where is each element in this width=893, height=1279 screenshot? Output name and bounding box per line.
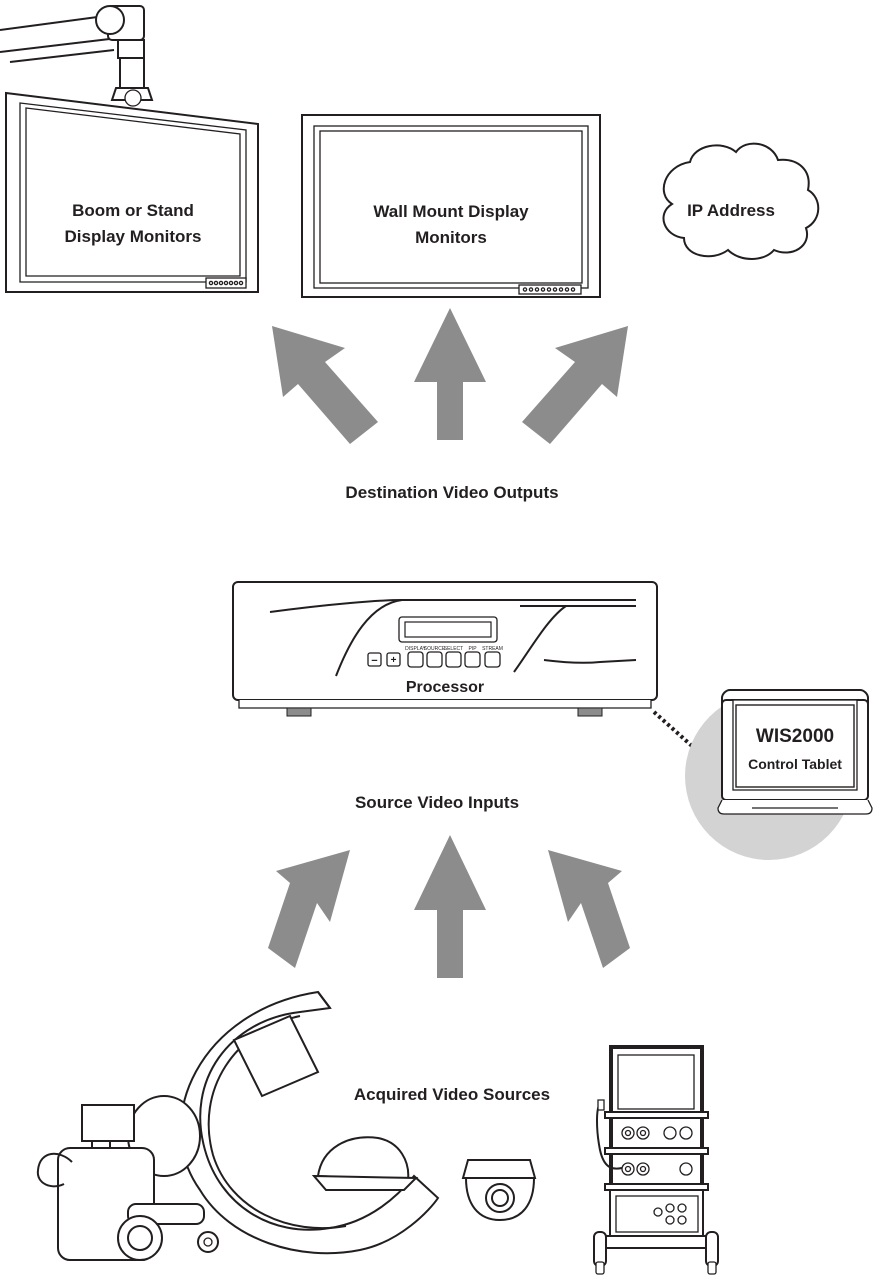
output-arrows xyxy=(272,308,628,444)
wall-monitor-label-1: Wall Mount Display xyxy=(373,202,529,221)
tablet-label-2: Control Tablet xyxy=(748,756,842,772)
boom-monitor-label-2: Display Monitors xyxy=(65,227,202,246)
output-arrow-center xyxy=(414,308,486,440)
input-arrow-right xyxy=(548,850,630,968)
processor-btn-source: SOURCE xyxy=(424,646,446,652)
processor-tablet-link xyxy=(652,710,714,766)
dome-camera-icon xyxy=(461,1159,537,1222)
endoscopy-tower-icon xyxy=(593,1045,719,1275)
processor-label: Processor xyxy=(406,679,484,696)
cloud-icon: IP Address xyxy=(662,142,820,260)
tablet-icon: WIS2000 Control Tablet xyxy=(685,689,873,860)
processor-plus-button: + xyxy=(391,655,397,666)
processor-icon: − + DISPLAY SOURCE SELECT PIP STREAM Pro… xyxy=(232,581,658,717)
source-inputs-label: Source Video Inputs xyxy=(355,793,519,812)
tablet-label-1: WIS2000 xyxy=(756,726,834,747)
processor-btn-stream: STREAM xyxy=(482,646,503,652)
processor-btn-display: DISPLAY xyxy=(405,646,426,652)
input-arrow-left xyxy=(268,850,350,968)
wall-monitor-icon: Wall Mount Display Monitors xyxy=(301,114,601,298)
output-arrow-right xyxy=(522,326,628,444)
input-arrows xyxy=(268,835,630,978)
boom-monitor-label-1: Boom or Stand xyxy=(72,201,194,220)
ip-address-label: IP Address xyxy=(687,201,775,220)
acquired-sources-label: Acquired Video Sources xyxy=(354,1085,550,1104)
boom-monitor-icon: Boom or Stand Display Monitors xyxy=(0,5,259,293)
c-arm-icon xyxy=(36,990,440,1261)
processor-btn-pip: PIP xyxy=(468,646,477,652)
input-arrow-center xyxy=(414,835,486,978)
destination-outputs-label: Destination Video Outputs xyxy=(345,483,558,502)
output-arrow-left xyxy=(272,326,378,444)
processor-btn-select: SELECT xyxy=(444,646,463,652)
wall-monitor-label-2: Monitors xyxy=(415,228,487,247)
processor-minus-button: − xyxy=(371,655,377,667)
